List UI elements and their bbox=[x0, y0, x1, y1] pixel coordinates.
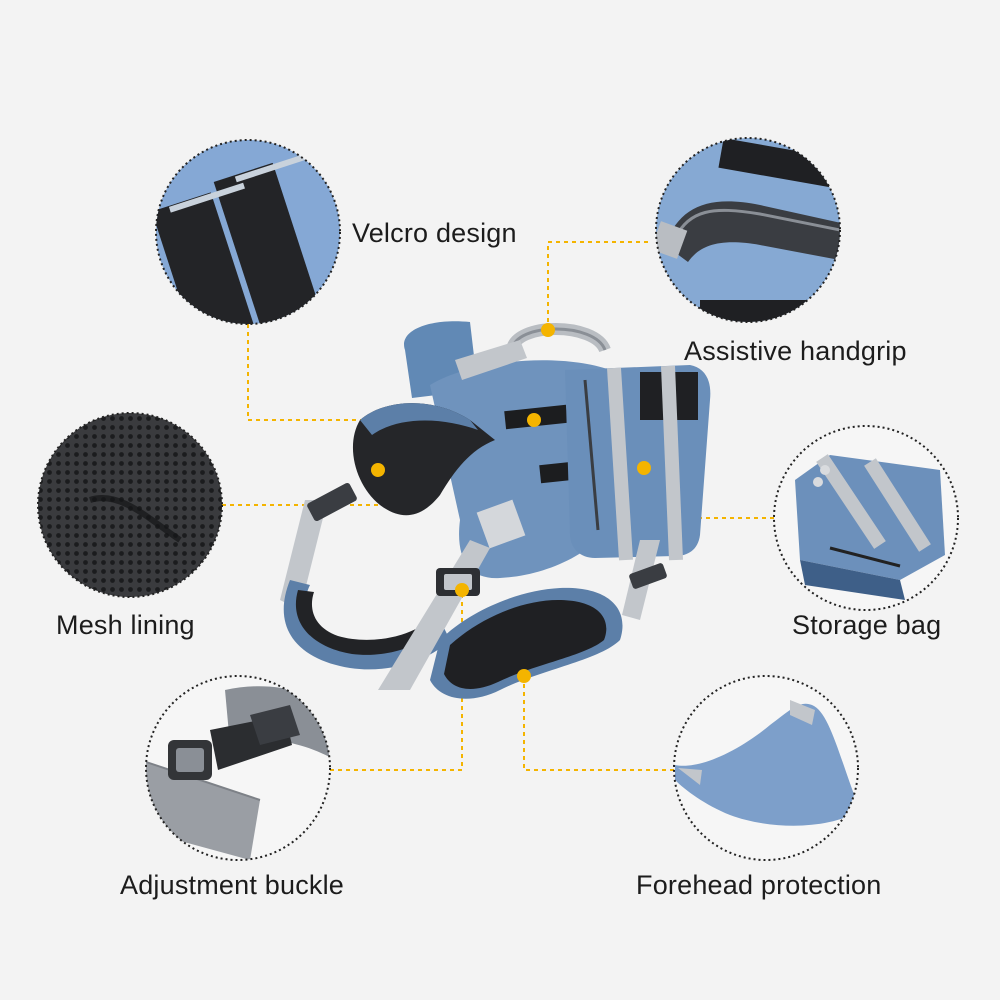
callout-dot-storage bbox=[637, 461, 651, 475]
label-adjustment-buckle: Adjustment buckle bbox=[120, 870, 345, 900]
callout-dots bbox=[371, 323, 651, 683]
harness-main-image bbox=[280, 321, 711, 699]
label-mesh-lining: Mesh lining bbox=[56, 610, 195, 640]
label-assistive-handgrip: Assistive handgrip bbox=[684, 336, 907, 366]
label-velcro-design: Velcro design bbox=[352, 218, 517, 248]
detail-circle-velcro bbox=[155, 139, 341, 325]
label-forehead-protection: Forehead protection bbox=[636, 870, 882, 900]
callout-dot-forehead bbox=[517, 669, 531, 683]
callout-dot-buckle bbox=[455, 583, 469, 597]
detail-circle-storage bbox=[773, 425, 959, 611]
callout-line-handgrip bbox=[547, 241, 652, 330]
callout-dot-handgrip bbox=[541, 323, 555, 337]
detail-circle-mesh bbox=[37, 412, 223, 598]
callout-dot-velcro bbox=[527, 413, 541, 427]
detail-circle-forehead bbox=[673, 675, 859, 861]
detail-circle-handgrip bbox=[655, 137, 841, 323]
callout-dot-mesh bbox=[371, 463, 385, 477]
label-storage-bag: Storage bag bbox=[792, 610, 942, 640]
detail-circle-buckle bbox=[145, 675, 331, 861]
callout-line-forehead bbox=[523, 676, 674, 771]
